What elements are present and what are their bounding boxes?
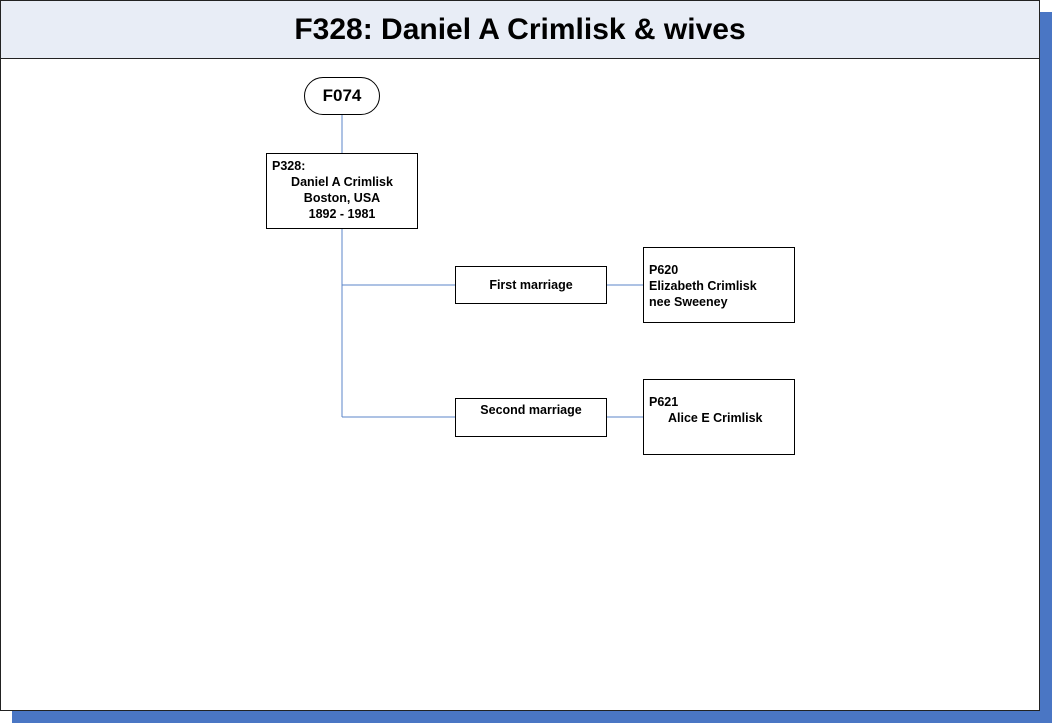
- title-bar: F328: Daniel A Crimlisk & wives: [1, 1, 1039, 59]
- spouse-box-second[interactable]: P621 Alice E Crimlisk: [643, 379, 795, 455]
- parent-family-node[interactable]: F074: [304, 77, 380, 115]
- second-marriage-box[interactable]: Second marriage: [455, 398, 607, 437]
- spouse-first-id: P620: [649, 263, 679, 277]
- spouse-box-first[interactable]: P620 Elizabeth Crimlisk nee Sweeney: [643, 247, 795, 323]
- main-person-box[interactable]: P328: Daniel A Crimlisk Boston, USA 1892…: [266, 153, 418, 229]
- first-marriage-box[interactable]: First marriage: [455, 266, 607, 304]
- parent-family-label: F074: [322, 86, 362, 105]
- spouse-second-id: P621: [649, 395, 679, 409]
- spouse-second-name: Alice E Crimlisk: [668, 411, 763, 425]
- connector-lines: [341, 114, 643, 418]
- page-title: F328: Daniel A Crimlisk & wives: [294, 12, 746, 46]
- spouse-first-maiden-name: nee Sweeney: [649, 295, 728, 309]
- spouse-first-name: Elizabeth Crimlisk: [649, 279, 757, 293]
- main-person-id: P328:: [272, 159, 306, 173]
- main-person-name: Daniel A Crimlisk: [291, 175, 393, 189]
- second-marriage-label: Second marriage: [480, 403, 582, 417]
- main-person-place: Boston, USA: [303, 191, 381, 205]
- diagram-page: F328: Daniel A Crimlisk & wives F074 P32…: [0, 0, 1040, 711]
- first-marriage-label: First marriage: [489, 278, 573, 292]
- main-person-dates: 1892 - 1981: [308, 207, 376, 221]
